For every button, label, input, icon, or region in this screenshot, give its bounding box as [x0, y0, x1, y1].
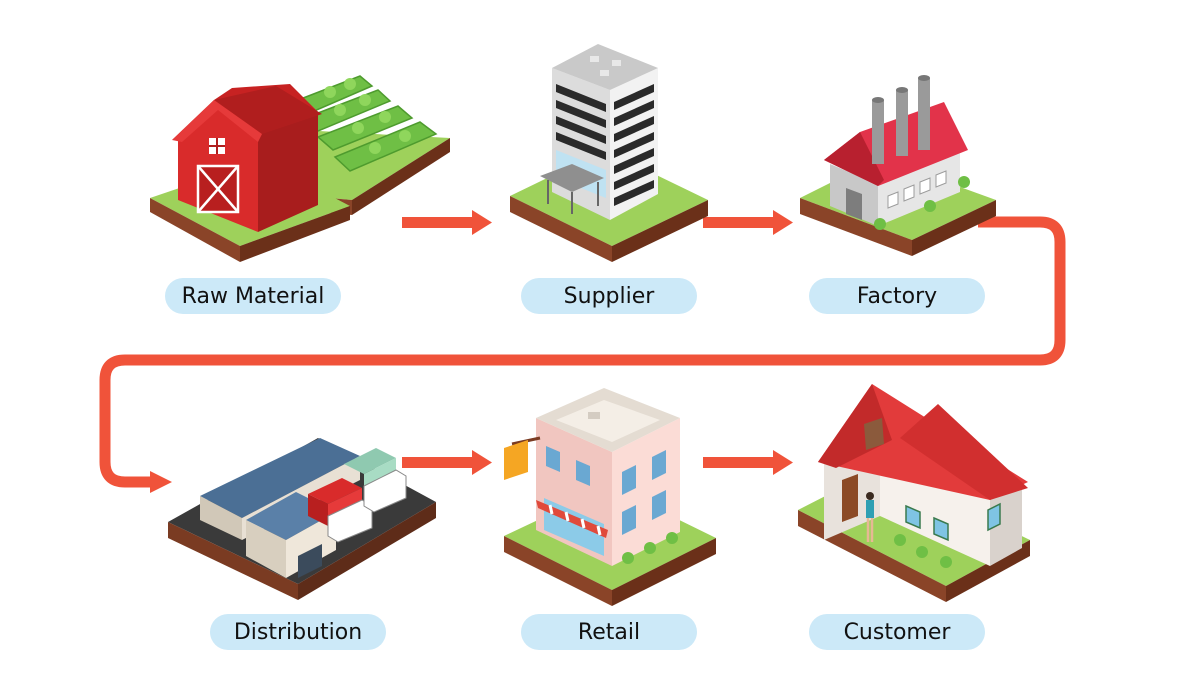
- stage-label-text: Factory: [856, 283, 938, 309]
- arrow-raw-material-to-supplier: [402, 210, 492, 235]
- arrow-retail-to-customer: [703, 450, 793, 475]
- arrow-factory-to-distribution: [99, 216, 1066, 493]
- office-tower-icon: [510, 44, 708, 262]
- stage-label-factory: Factory: [809, 278, 985, 314]
- factory-with-chimneys-icon: [800, 75, 996, 256]
- arrow-supplier-to-factory: [703, 210, 793, 235]
- stage-label-retail: Retail: [521, 614, 697, 650]
- house-with-person-icon: [798, 384, 1030, 602]
- retail-shop-building-icon: [504, 388, 716, 606]
- stage-label-supplier: Supplier: [521, 278, 697, 314]
- flow-arrows: [402, 210, 793, 475]
- stage-label-text: Supplier: [563, 283, 655, 309]
- stage-label-text: Customer: [843, 619, 951, 645]
- stage-label-customer: Customer: [809, 614, 985, 650]
- warehouse-with-trucks-icon: [168, 438, 436, 600]
- barn-with-crop-field-icon: [150, 75, 450, 262]
- stage-label-text: Raw Material: [181, 283, 325, 309]
- arrow-distribution-to-retail: [402, 450, 492, 475]
- stage-label-text: Distribution: [233, 619, 363, 645]
- stage-label-text: Retail: [577, 619, 641, 645]
- stage-label-distribution: Distribution: [210, 614, 386, 650]
- stage-label-raw-material: Raw Material: [165, 278, 341, 314]
